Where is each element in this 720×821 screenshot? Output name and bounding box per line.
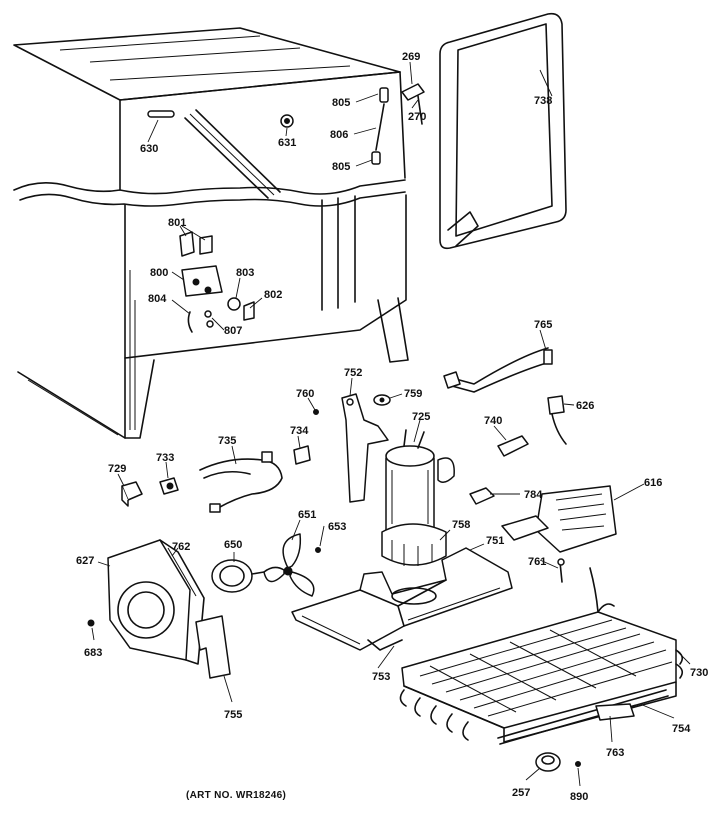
fan-shroud xyxy=(87,539,231,679)
callout-627: 627 xyxy=(76,555,94,567)
refrigerator-cabinet xyxy=(13,27,409,439)
callout-730: 730 xyxy=(690,667,708,679)
fan-motor xyxy=(211,533,321,597)
callout-735: 735 xyxy=(218,435,236,447)
condenser-coil xyxy=(399,567,684,743)
callout-725: 725 xyxy=(412,411,430,423)
callout-653: 653 xyxy=(328,521,346,533)
callout-labels: 269 270 805 806 805 738 630 631 801 800 … xyxy=(76,51,708,803)
callout-800: 800 xyxy=(150,267,168,279)
callout-755: 755 xyxy=(224,709,242,721)
callout-753: 753 xyxy=(372,671,390,683)
callout-759: 759 xyxy=(404,388,422,400)
callout-804: 804 xyxy=(148,293,167,305)
callout-257: 257 xyxy=(512,787,530,799)
callout-651: 651 xyxy=(298,509,316,521)
callout-630: 630 xyxy=(140,143,158,155)
callout-762: 762 xyxy=(172,541,190,553)
leader-lines xyxy=(91,61,691,787)
callout-760: 760 xyxy=(296,388,314,400)
callout-751: 751 xyxy=(486,535,504,547)
callout-626: 626 xyxy=(576,400,594,412)
callout-807: 807 xyxy=(224,325,242,337)
callout-616: 616 xyxy=(644,477,662,489)
callout-890: 890 xyxy=(570,791,588,803)
callout-729: 729 xyxy=(108,463,126,475)
callout-650: 650 xyxy=(224,539,242,551)
callout-784: 784 xyxy=(524,489,543,501)
callout-763: 763 xyxy=(606,747,624,759)
callout-805-bottom: 805 xyxy=(332,161,350,173)
callout-802: 802 xyxy=(264,289,282,301)
callout-752: 752 xyxy=(344,367,362,379)
callout-754: 754 xyxy=(672,723,691,735)
callout-738: 738 xyxy=(534,95,552,107)
callout-801: 801 xyxy=(168,217,186,229)
art-number: (ART NO. WR18246) xyxy=(186,790,286,801)
callout-761: 761 xyxy=(528,556,546,568)
callout-765: 765 xyxy=(534,319,552,331)
callout-803: 803 xyxy=(236,267,254,279)
callout-734: 734 xyxy=(290,425,309,437)
hinge-assembly xyxy=(371,83,425,165)
callout-806: 806 xyxy=(330,129,348,141)
callout-270: 270 xyxy=(408,111,426,123)
control-parts xyxy=(179,231,255,333)
fan-blade xyxy=(263,533,315,597)
callout-683: 683 xyxy=(84,647,102,659)
compressor-assembly xyxy=(291,393,513,651)
left-parts xyxy=(121,409,319,513)
callout-733: 733 xyxy=(156,452,174,464)
callout-269: 269 xyxy=(402,51,420,63)
right-parts xyxy=(399,347,684,772)
callout-740: 740 xyxy=(484,415,502,427)
callout-805-top: 805 xyxy=(332,97,350,109)
callout-758: 758 xyxy=(452,519,470,531)
door-gasket xyxy=(439,12,567,250)
callout-631: 631 xyxy=(278,137,296,149)
